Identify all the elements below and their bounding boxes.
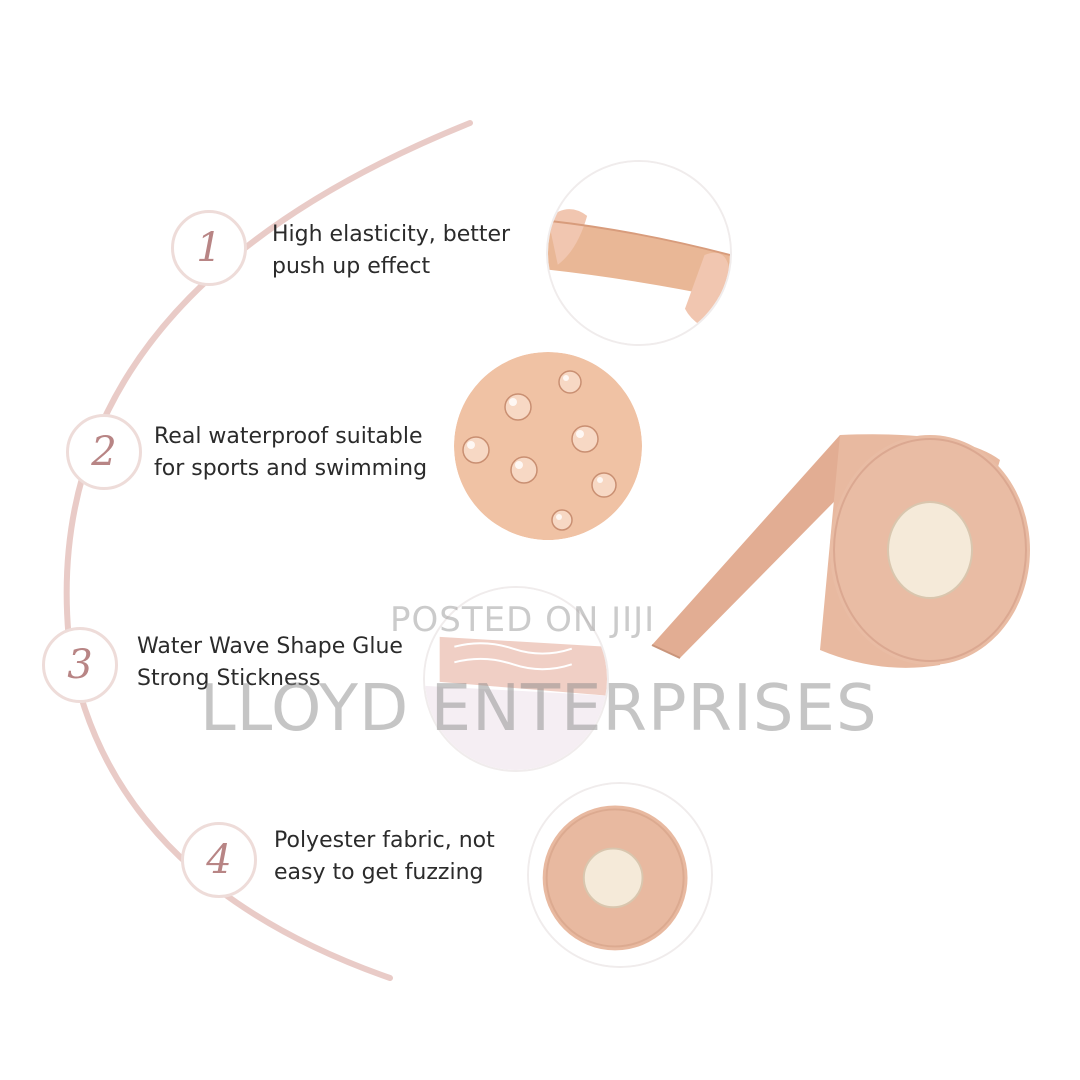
stretch-tape-photo (546, 160, 732, 346)
feature-number-badge: 4 (181, 822, 257, 898)
feature-text: High elasticity, better push up effect (272, 222, 511, 279)
feature-text: Real waterproof suitable for sports and … (154, 424, 428, 481)
feature-number-badge: 1 (171, 210, 247, 286)
watermark-company: LLOYD ENTERPRISES (200, 672, 878, 746)
glue-backing-photo (423, 586, 609, 772)
feature-number-badge: 2 (66, 414, 142, 490)
watermark-posted: POSTED ON JIJI (390, 600, 656, 640)
large-tape-roll (651, 434, 1030, 668)
feature-text: Water Wave Shape Glue Strong Stickness (137, 634, 403, 691)
tape-roll-photo (527, 782, 713, 968)
water-droplets-photo (454, 352, 642, 540)
feature-text: Polyester fabric, not easy to get fuzzin… (274, 828, 495, 885)
feature-number-badge: 3 (42, 627, 118, 703)
